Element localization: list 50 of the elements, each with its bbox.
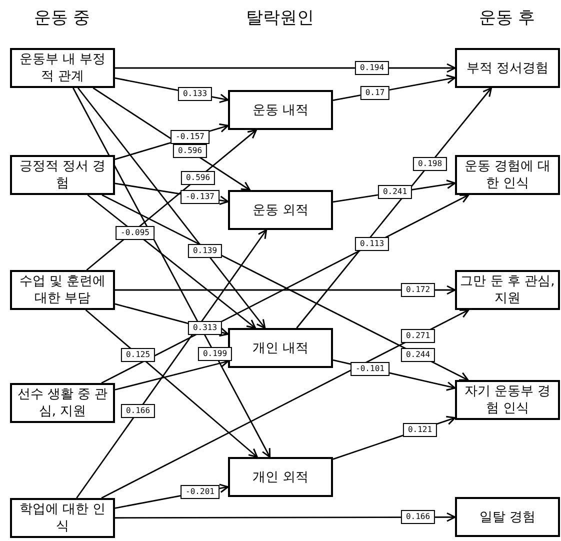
- arrow: [85, 309, 258, 458]
- edge-label: 0.133: [178, 86, 212, 101]
- factor-box: 그만 둔 후 관심, 지원: [455, 270, 560, 310]
- factor-box: 운동부 내 부정적 관계: [10, 48, 115, 88]
- column-heading: 탈락원인: [246, 7, 314, 29]
- edge-label: -0.101: [350, 362, 390, 376]
- edge-label: 0.125: [120, 348, 156, 362]
- edge-label: -0.137: [180, 190, 220, 204]
- edge-label: 0.199: [198, 347, 232, 362]
- edge-label: 0.241: [378, 185, 412, 200]
- arrow: [76, 229, 268, 498]
- factor-box: 선수 생활 중 관심, 지원: [10, 383, 115, 423]
- edge-label: 0.166: [400, 510, 436, 524]
- factor-box: 운동 내적: [228, 90, 333, 130]
- arrow: [78, 88, 266, 329]
- factor-box: 긍정적 정서 경험: [10, 155, 115, 195]
- arrow: [115, 285, 456, 295]
- factor-box: 일탈 경험: [455, 497, 560, 537]
- edge-label: 0.17: [360, 86, 390, 100]
- edge-label: -0.201: [180, 485, 220, 500]
- factor-box: 자기 운동부 경험 인식: [455, 380, 560, 420]
- arrow: [114, 358, 229, 390]
- edge-label: 0.194: [354, 61, 390, 75]
- edge-label: 0.271: [400, 328, 436, 343]
- arrow: [101, 309, 470, 499]
- edge-label: 0.121: [402, 422, 438, 437]
- arrow: [115, 512, 456, 522]
- edge-label: 0.172: [400, 283, 436, 297]
- factor-box: 학업에 대한 인식: [10, 498, 115, 538]
- edge-label: 0.596: [172, 144, 208, 158]
- factor-box: 운동 외적: [228, 190, 333, 230]
- edge-label: 0.113: [354, 237, 390, 252]
- column-heading: 운동 후: [478, 7, 536, 29]
- arrow: [115, 63, 456, 73]
- edge-label: -0.095: [116, 226, 154, 240]
- column-heading: 운동 중: [34, 7, 90, 29]
- edge-label: 0.198: [412, 156, 448, 171]
- arrow: [72, 88, 271, 458]
- arrow: [87, 194, 256, 329]
- factor-box: 개인 내적: [228, 328, 333, 368]
- edge-label: 0.139: [188, 244, 222, 258]
- factor-box: 운동 경험에 대한 인식: [455, 155, 560, 195]
- factor-box: 부적 정서경험: [455, 48, 560, 88]
- edge-label: 0.166: [120, 404, 156, 418]
- edge-label: 0.596: [180, 171, 216, 186]
- factor-box: 개인 외적: [228, 457, 333, 497]
- edge-label: 0.313: [188, 320, 222, 335]
- edge-label: -0.157: [170, 130, 210, 144]
- edge-label: 0.244: [400, 348, 436, 362]
- factor-box: 수업 및 훈련에 대한 부담: [10, 270, 115, 310]
